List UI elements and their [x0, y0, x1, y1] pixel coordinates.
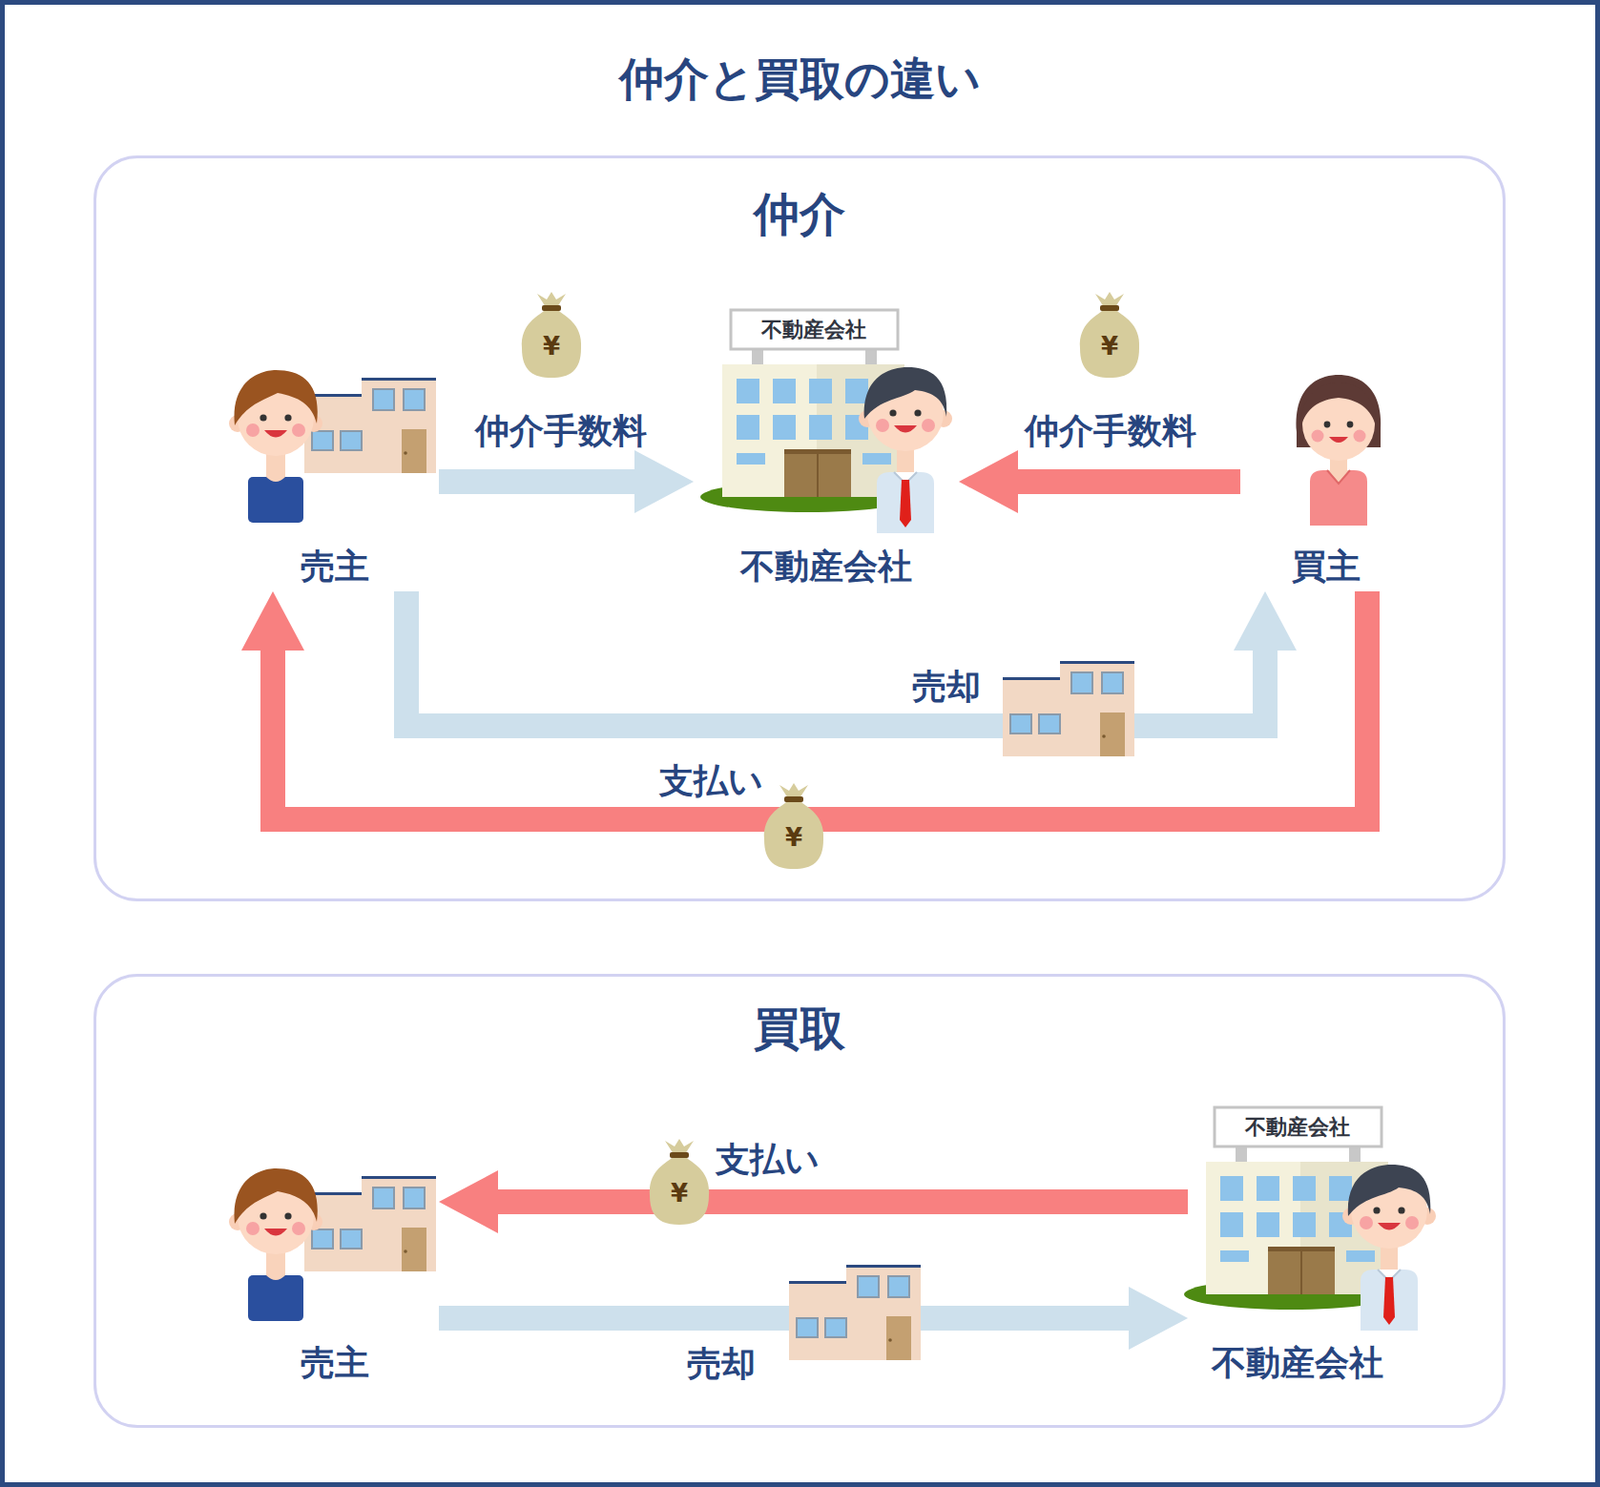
house-icon: [1002, 661, 1135, 757]
edge-label: 支払い: [715, 1137, 820, 1185]
money-bag: [649, 1139, 709, 1226]
money-bag: [521, 291, 582, 378]
flow-arrow: [406, 591, 1297, 727]
buyer-figure: [1296, 374, 1382, 526]
edge-label: 売却: [686, 1341, 756, 1389]
money-bag: [1080, 291, 1140, 378]
party-node: 売主: [229, 1171, 439, 1389]
node-label: 不動産会社: [740, 545, 913, 588]
seller-figure: [228, 1168, 323, 1322]
node-label: 売主: [300, 1342, 370, 1385]
flow-arrow: [241, 591, 1368, 820]
arrow-shaft: [438, 469, 637, 495]
yen-mark: ¥: [542, 332, 561, 361]
house-icon: [789, 1265, 921, 1361]
yen-mark: ¥: [1101, 332, 1119, 361]
diagram-title: 仲介と買取の違い: [619, 49, 981, 110]
arrow-head: [241, 591, 305, 651]
panel-box: 仲介売主不動産会社買主: [93, 155, 1506, 902]
money-bag: [764, 783, 824, 870]
arrow-head: [438, 1170, 499, 1234]
panel-heading: 買取: [753, 1001, 846, 1056]
edge-label: 仲介手数料: [1024, 408, 1197, 456]
party-node: 不動産会社: [1187, 1104, 1408, 1389]
edge-label: 売却: [912, 664, 981, 711]
flow-arrow: [958, 450, 1241, 514]
seller-figure: [228, 370, 323, 523]
edge-label: 仲介手数料: [475, 408, 647, 456]
party-node: 売主: [229, 374, 439, 592]
panel-heading: 仲介: [753, 187, 846, 241]
edge-label: 支払い: [659, 758, 764, 806]
arrow-shaft: [406, 591, 1266, 727]
company-building: [700, 310, 953, 534]
party-node: 不動産会社: [693, 306, 959, 592]
house-icon: [304, 377, 437, 474]
yen-mark: ¥: [670, 1179, 688, 1208]
sign-text: 不動産会社: [761, 315, 867, 345]
node-label: 買主: [1291, 545, 1361, 588]
arrow-shaft: [438, 1306, 1131, 1331]
arrow-head: [634, 450, 694, 514]
node-label: 不動産会社: [1211, 1342, 1384, 1385]
arrow-head: [1128, 1287, 1188, 1351]
panel-box: 買取売主 不動産会社: [93, 974, 1506, 1429]
flow-arrow: [438, 450, 694, 514]
party-node: 買主: [1240, 377, 1413, 592]
yen-mark: ¥: [785, 823, 803, 852]
house-icon: [304, 1176, 437, 1272]
node-label: 売主: [300, 545, 370, 588]
arrow-head: [1233, 591, 1297, 651]
sign-text: 不動産会社: [1245, 1113, 1351, 1143]
arrow-shaft: [496, 1189, 1188, 1215]
company-building: [1184, 1107, 1436, 1331]
arrow-head: [958, 450, 1019, 514]
flow-arrow: [438, 1170, 1188, 1234]
arrow-shaft: [1016, 469, 1241, 495]
arrow-shaft: [272, 591, 1368, 820]
